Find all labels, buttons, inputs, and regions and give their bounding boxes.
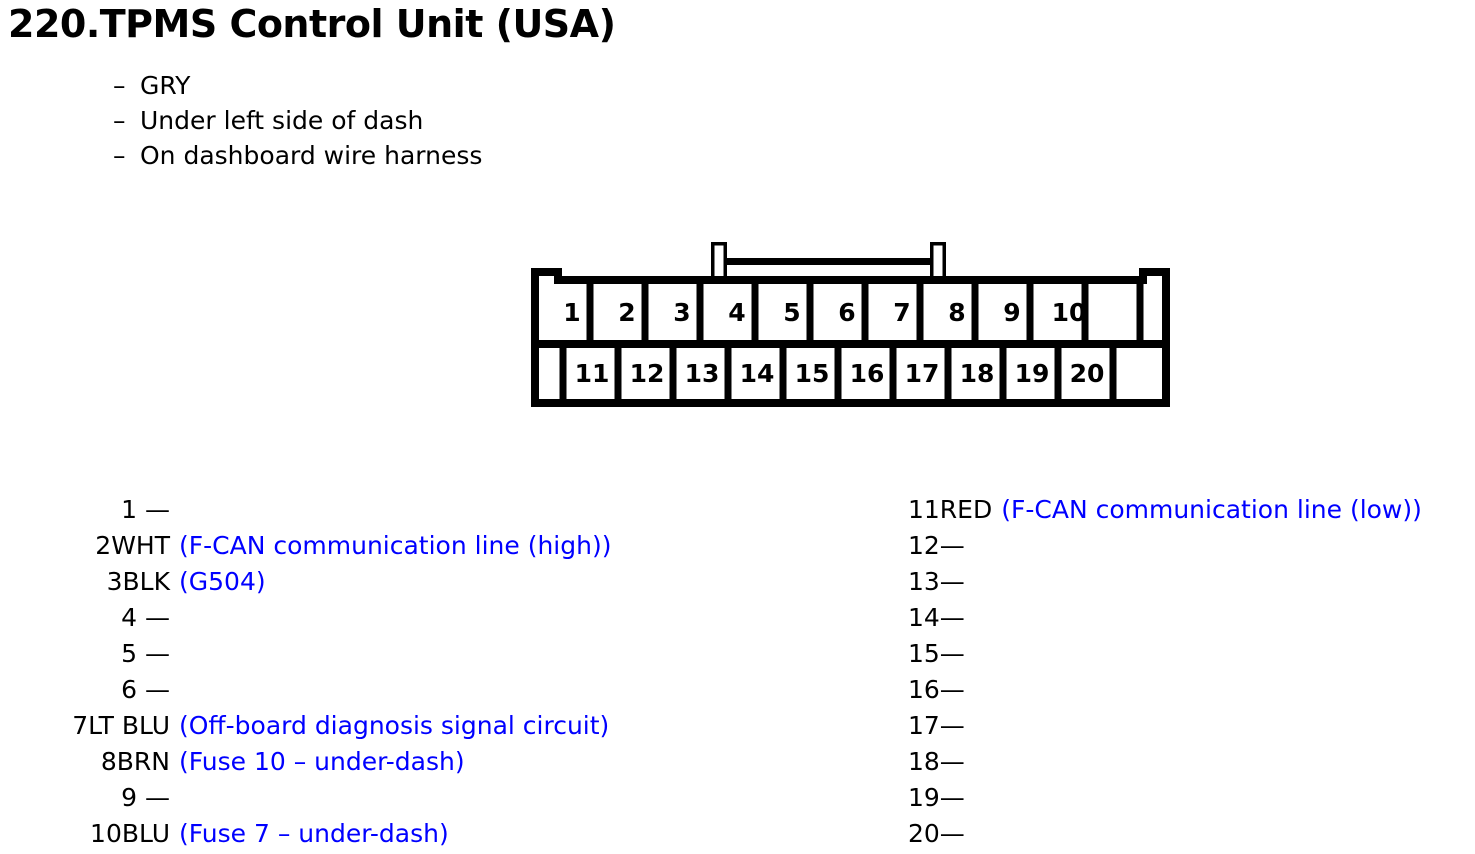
- pin-key: 18—: [908, 747, 965, 776]
- bottom-row-pin-numbers: 11 12 13 14 15 16 17 18 19 20: [575, 359, 1105, 388]
- dash-icon: –: [113, 106, 126, 135]
- pin-entry: 20—: [908, 816, 1475, 852]
- pin-key: 12—: [908, 531, 965, 560]
- note-label: GRY: [140, 71, 191, 100]
- pin-key: 9 —: [121, 783, 170, 812]
- pin-number: 5: [783, 298, 800, 327]
- pin-key: 7LT BLU: [72, 711, 170, 740]
- pin-number: 2: [618, 298, 635, 327]
- pin-number: 19: [1015, 359, 1050, 388]
- pin-entry: 18—: [908, 744, 1475, 780]
- pin-number: 15: [795, 359, 830, 388]
- pin-number: 1: [563, 298, 580, 327]
- pin-key: 4 —: [121, 603, 170, 632]
- pin-entry: 7LT BLU (Off-board diagnosis signal circ…: [0, 708, 760, 744]
- pin-entry: 19—: [908, 780, 1475, 816]
- pin-entry: 1 —: [0, 492, 760, 528]
- pin-number: 8: [948, 298, 965, 327]
- pin-list-right: 11RED (F-CAN communication line (low)) 1…: [908, 492, 1475, 852]
- pin-entry: 9 —: [0, 780, 760, 816]
- pin-entry: 17—: [908, 708, 1475, 744]
- pin-number: 7: [893, 298, 910, 327]
- pin-number: 11: [575, 359, 610, 388]
- pin-entry: 13—: [908, 564, 1475, 600]
- pin-entry: 14—: [908, 600, 1475, 636]
- pin-key: 1 —: [121, 495, 170, 524]
- notes-list: – GRY – Under left side of dash – On das…: [113, 68, 482, 173]
- note-label: Under left side of dash: [140, 106, 424, 135]
- pin-key: 13—: [908, 567, 965, 596]
- pin-key: 19—: [908, 783, 965, 812]
- note-item: – GRY: [113, 68, 482, 103]
- pin-number: 17: [905, 359, 940, 388]
- pin-number: 10: [1052, 298, 1087, 327]
- pin-desc: (Off-board diagnosis signal circuit): [179, 711, 610, 740]
- pin-number: 13: [685, 359, 720, 388]
- pin-number: 3: [673, 298, 690, 327]
- pin-desc: (Fuse 7 – under-dash): [179, 819, 449, 848]
- pin-desc: (F-CAN communication line (high)): [179, 531, 612, 560]
- pin-key: 15—: [908, 639, 965, 668]
- pin-key: 20—: [908, 819, 965, 848]
- pin-number: 12: [630, 359, 665, 388]
- pin-entry: 16—: [908, 672, 1475, 708]
- bottom-row-dividers: [559, 344, 1117, 403]
- pin-entry: 11RED (F-CAN communication line (low)): [908, 492, 1475, 528]
- pin-number: 18: [960, 359, 995, 388]
- pin-desc: (Fuse 10 – under-dash): [179, 747, 465, 776]
- pin-key: 10BLU: [90, 819, 170, 848]
- dash-icon: –: [113, 141, 126, 170]
- pin-key: 2WHT: [95, 531, 170, 560]
- pin-entry: 4 —: [0, 600, 760, 636]
- pin-number: 4: [728, 298, 745, 327]
- pin-key: 16—: [908, 675, 965, 704]
- top-row-dividers: [586, 280, 1144, 344]
- pin-number: 9: [1003, 298, 1020, 327]
- note-item: – On dashboard wire harness: [113, 138, 482, 173]
- pin-number: 20: [1070, 359, 1105, 388]
- pin-entry: 12—: [908, 528, 1475, 564]
- pin-number: 6: [838, 298, 855, 327]
- dash-icon: –: [113, 71, 126, 100]
- pin-desc: (F-CAN communication line (low)): [1001, 495, 1422, 524]
- pin-entry: 15—: [908, 636, 1475, 672]
- pin-key: 3BLK: [106, 567, 170, 596]
- pin-entry: 3BLK (G504): [0, 564, 760, 600]
- pin-entry: 8BRN (Fuse 10 – under-dash): [0, 744, 760, 780]
- pin-entry: 6 —: [0, 672, 760, 708]
- pin-number: 14: [740, 359, 775, 388]
- page-title: 220.TPMS Control Unit (USA): [8, 2, 616, 46]
- pin-list-left: 1 — 2WHT (F-CAN communication line (high…: [0, 492, 760, 852]
- pin-entry: 5 —: [0, 636, 760, 672]
- pin-number: 16: [850, 359, 885, 388]
- pin-key: 5 —: [121, 639, 170, 668]
- pin-key: 14—: [908, 603, 965, 632]
- note-item: – Under left side of dash: [113, 103, 482, 138]
- pin-desc: (G504): [179, 567, 266, 596]
- connector-latch-tab: [711, 242, 946, 284]
- pin-entry: 10BLU (Fuse 7 – under-dash): [0, 816, 760, 852]
- note-label: On dashboard wire harness: [140, 141, 483, 170]
- pin-key: 6 —: [121, 675, 170, 704]
- pin-key: 8BRN: [100, 747, 170, 776]
- top-row-pin-numbers: 1 2 3 4 5 6 7 8 9 10: [563, 298, 1086, 327]
- pin-entry: 2WHT (F-CAN communication line (high)): [0, 528, 760, 564]
- connector-diagram: 1 2 3 4 5 6 7 8 9 10 11 12 13 14 15 16 1…: [528, 232, 1173, 410]
- pin-key: 11RED: [908, 495, 993, 524]
- pin-key: 17—: [908, 711, 965, 740]
- connector-body-outline: [531, 268, 1170, 407]
